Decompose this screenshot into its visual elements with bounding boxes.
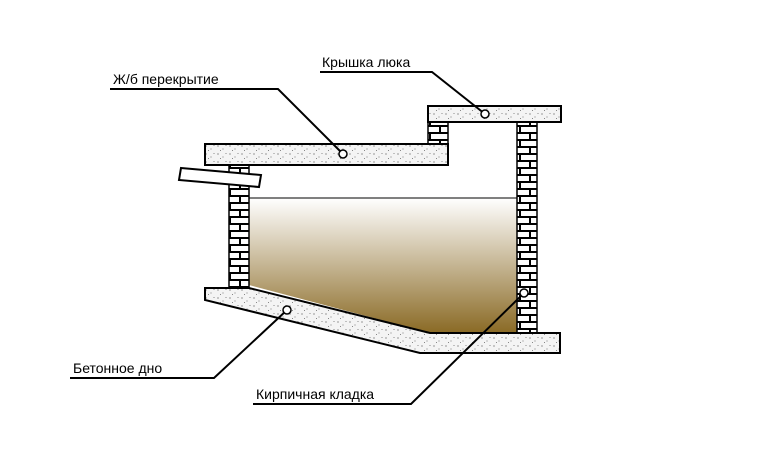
label-slab: Ж/б перекрытие: [113, 71, 219, 87]
label-hatch-cover: Крышка люка: [322, 54, 410, 70]
label-concrete-bottom: Бетонное дно: [73, 360, 162, 376]
concrete-slab: [204, 143, 449, 166]
liquid-contents: [249, 198, 517, 333]
concrete-bottom: [204, 287, 561, 354]
right-brick-wall: [516, 121, 538, 335]
label-brickwork: Кирпичная кладка: [256, 386, 374, 402]
callout-hatch-cover: [320, 71, 490, 119]
callout-concrete-bottom: [70, 305, 292, 379]
inlet-pipe: [177, 166, 263, 189]
callout-brickwork: [253, 288, 529, 405]
hatch-neck-brick-wall: [427, 121, 449, 145]
callout-slab: [110, 88, 348, 159]
hatch-cover: [427, 105, 562, 123]
